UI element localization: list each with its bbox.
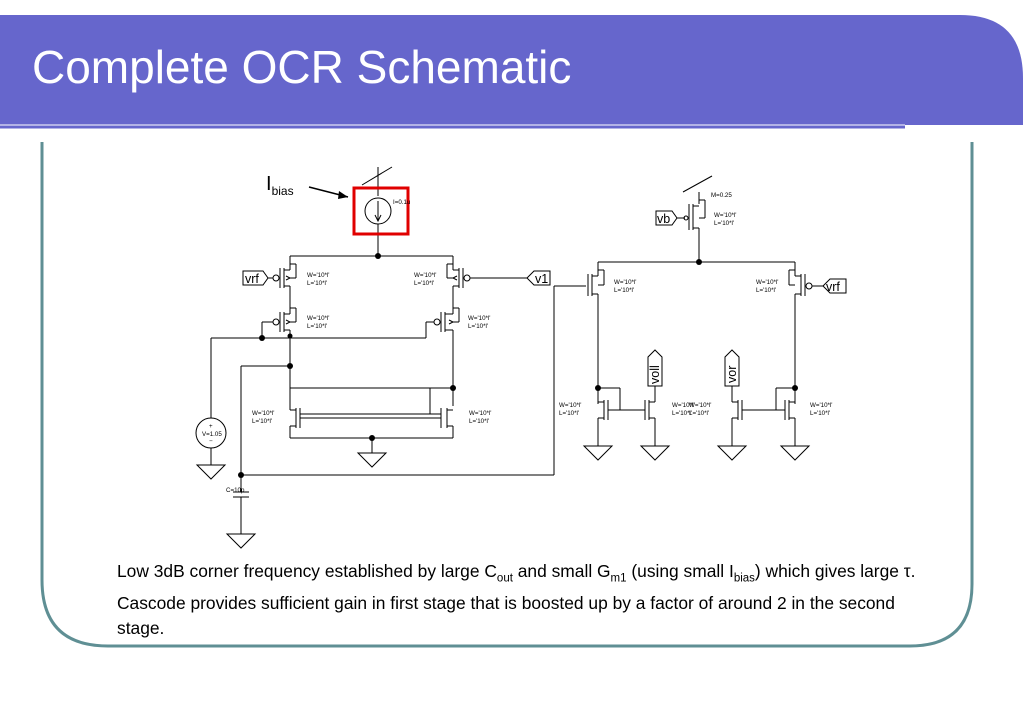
svg-text:W='10*l': W='10*l' bbox=[614, 279, 636, 286]
svg-text:L='10*l': L='10*l' bbox=[714, 220, 734, 227]
svg-text:L='10*l': L='10*l' bbox=[468, 323, 488, 330]
device-size-labels: W='10*l' L='10*l' W='10*l' L='10*l' W='1… bbox=[252, 192, 832, 425]
svg-text:voll: voll bbox=[648, 365, 662, 384]
title-bar-shape bbox=[0, 15, 1023, 125]
vsource-minus: − bbox=[209, 438, 213, 445]
svg-text:L='10*l': L='10*l' bbox=[469, 418, 489, 425]
pin-vrf-right: vrf bbox=[822, 278, 847, 294]
title-bar bbox=[0, 15, 1023, 125]
svg-text:W='10*l': W='10*l' bbox=[307, 272, 329, 279]
junction-dots bbox=[238, 253, 798, 478]
svg-text:L='10*l': L='10*l' bbox=[614, 287, 634, 294]
svg-text:vor: vor bbox=[725, 366, 739, 383]
svg-text:L='10*l': L='10*l' bbox=[672, 410, 692, 417]
vsource-value: V=1.05 bbox=[202, 431, 222, 438]
capacitor-label: C=10p bbox=[226, 487, 245, 494]
multiplier-label: M=0.25 bbox=[711, 192, 732, 199]
svg-text:vrf: vrf bbox=[826, 280, 840, 294]
svg-text:W='10*l': W='10*l' bbox=[307, 315, 329, 322]
caption-text: Low 3dB corner frequency established by … bbox=[117, 561, 916, 639]
svg-text:L='10*l': L='10*l' bbox=[414, 280, 434, 287]
svg-text:L='10*l': L='10*l' bbox=[307, 280, 327, 287]
svg-text:vrf: vrf bbox=[245, 272, 259, 286]
pin-vb: vb bbox=[655, 210, 678, 226]
ibias-source-value: I=0.1u bbox=[393, 199, 411, 206]
svg-text:W='10*l': W='10*l' bbox=[414, 272, 436, 279]
svg-text:L='10*l': L='10*l' bbox=[756, 287, 776, 294]
svg-text:L='10*l': L='10*l' bbox=[689, 410, 709, 417]
ibias-arrowhead bbox=[338, 191, 348, 199]
svg-text:W='10*l': W='10*l' bbox=[252, 410, 274, 417]
svg-text:W='10*l': W='10*l' bbox=[559, 402, 581, 409]
svg-text:W='10*l': W='10*l' bbox=[756, 279, 778, 286]
svg-text:W='10*l': W='10*l' bbox=[689, 402, 711, 409]
svg-text:v1: v1 bbox=[535, 272, 548, 286]
pin-vrf-left: vrf bbox=[242, 270, 269, 286]
pin-voll: voll bbox=[647, 349, 663, 387]
svg-text:W='10*l': W='10*l' bbox=[469, 410, 491, 417]
svg-text:L='10*l': L='10*l' bbox=[307, 323, 327, 330]
svg-text:W='10*l': W='10*l' bbox=[714, 212, 736, 219]
svg-text:vb: vb bbox=[657, 212, 670, 226]
svg-text:L='10*l': L='10*l' bbox=[810, 410, 830, 417]
svg-text:W='10*l': W='10*l' bbox=[810, 402, 832, 409]
vsource-plus: + bbox=[209, 423, 213, 430]
pin-v1: v1 bbox=[526, 270, 551, 286]
slide-title: Complete OCR Schematic bbox=[32, 41, 572, 93]
ibias-label: Ibias bbox=[266, 173, 294, 198]
svg-text:L='10*l': L='10*l' bbox=[559, 410, 579, 417]
svg-text:W='10*l': W='10*l' bbox=[672, 402, 694, 409]
svg-text:W='10*l': W='10*l' bbox=[468, 315, 490, 322]
pin-vor: vor bbox=[724, 349, 740, 387]
svg-text:L='10*l': L='10*l' bbox=[252, 418, 272, 425]
ibias-highlight-box bbox=[352, 186, 410, 236]
